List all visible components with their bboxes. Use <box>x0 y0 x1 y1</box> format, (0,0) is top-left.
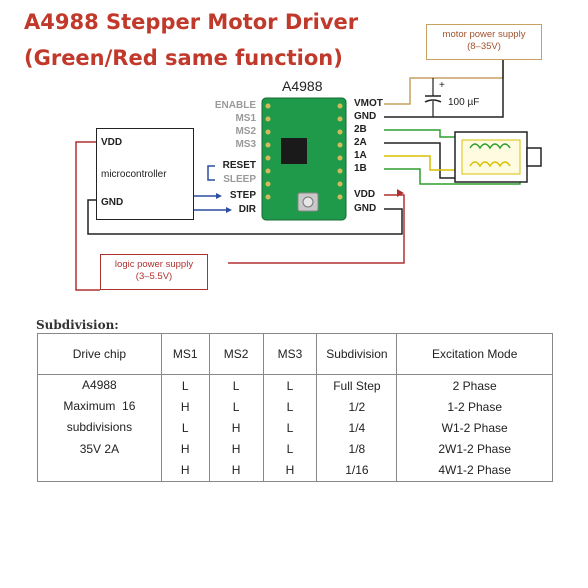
header-excitation-mode: Excitation Mode <box>396 333 553 375</box>
title-line-2: (Green/Red same function) <box>24 46 343 70</box>
cell: L <box>160 374 210 397</box>
cell: H <box>208 438 264 460</box>
pin-vmot: VMOT <box>354 98 383 109</box>
cell: L <box>262 438 318 460</box>
drive-chip-cell: A4988 Maximum 16 subdivisions 35V 2A <box>37 374 162 482</box>
motor-power-supply: motor power supply (8–35V) <box>426 24 542 60</box>
header-ms2: MS2 <box>208 333 264 375</box>
cell: 1-2 Phase <box>396 396 553 418</box>
cell: H <box>160 438 210 460</box>
table-header-row: Drive chip MS1 MS2 MS3 Subdivision Excit… <box>37 333 553 375</box>
coil-1a-wire <box>384 155 465 171</box>
cell: W1-2 Phase <box>396 417 553 439</box>
pin-2b: 2B <box>354 124 367 135</box>
header-drive-chip: Drive chip <box>37 333 162 375</box>
gnd-motor-wire <box>384 60 504 118</box>
chip-info-line: A4988 <box>82 378 117 392</box>
cell: L <box>208 396 264 418</box>
pin-1b: 1B <box>354 163 367 174</box>
cell: 2 Phase <box>396 374 553 397</box>
vdd-logic-wire <box>228 194 405 264</box>
gnd-logic-wire <box>87 199 403 235</box>
cell: H <box>208 459 264 482</box>
cell: H <box>262 459 318 482</box>
table-row: H H H 1/16 4W1-2 Phase <box>38 459 553 482</box>
mcu-vdd-wire <box>75 141 100 291</box>
pin-gnd-motor: GND <box>354 111 377 122</box>
cell: L <box>262 417 318 439</box>
cell: L <box>262 396 318 418</box>
pin-step: STEP <box>229 190 256 201</box>
header-subdivision: Subdivision <box>316 333 398 375</box>
cell: 1/2 <box>316 396 398 418</box>
cell: 2W1-2 Phase <box>396 438 553 460</box>
chip-info-line: subdivisions <box>66 420 133 435</box>
cell: L <box>208 374 264 397</box>
pin-2a: 2A <box>354 137 367 148</box>
mcu-vdd-label: VDD <box>101 137 123 148</box>
pin-ms1: MS1 <box>235 113 256 124</box>
logic-supply-line-2: (3–5.5V) <box>135 271 173 282</box>
cell: H <box>160 396 210 418</box>
table-row: L H L 1/4 W1-2 Phase <box>38 417 553 439</box>
driver-ic <box>281 138 307 164</box>
table-row: H L L 1/2 1-2 Phase <box>38 396 553 418</box>
cell: H <box>160 459 210 482</box>
table-row: H H L 1/8 2W1-2 Phase <box>38 438 553 460</box>
pin-1a: 1A <box>354 150 367 161</box>
pin-reset: RESET <box>222 160 256 171</box>
cell: 4W1-2 Phase <box>396 459 553 482</box>
pin-dir: DIR <box>238 204 256 215</box>
microcontroller-box <box>96 128 194 220</box>
table-row: A4988 Maximum 16 subdivisions 35V 2A L L… <box>37 374 553 482</box>
pin-enable: ENABLE <box>214 100 256 111</box>
motor-supply-line-2: (8–35V) <box>467 41 501 52</box>
pin-sleep: SLEEP <box>223 174 256 185</box>
chip-name: A4988 <box>282 78 323 94</box>
cell: H <box>208 417 264 439</box>
pin-ms3: MS3 <box>235 139 256 150</box>
pin-ms2: MS2 <box>235 126 256 137</box>
header-ms3: MS3 <box>262 333 318 375</box>
logic-power-supply: logic power supply (3–5.5V) <box>100 254 208 290</box>
capacitor-plus: + <box>439 80 445 91</box>
pin-gnd-logic: GND <box>354 203 377 214</box>
chip-info-line: Maximum 16 <box>63 399 136 414</box>
logic-supply-line-1: logic power supply <box>114 259 194 270</box>
cell: 1/4 <box>316 417 398 439</box>
cell: Full Step <box>316 374 398 397</box>
capacitor-label: 100 µF <box>448 97 480 108</box>
reset-sleep-jumper <box>207 165 215 181</box>
mcu-gnd-label: GND <box>101 197 124 208</box>
cell: 1/8 <box>316 438 398 460</box>
cell: L <box>262 374 318 397</box>
subdivision-heading: Subdivision: <box>36 318 119 332</box>
motor-supply-line-1: motor power supply <box>442 29 526 40</box>
title-line-1: A4988 Stepper Motor Driver <box>24 10 359 34</box>
chip-info-line: 35V 2A <box>79 441 120 456</box>
cell: 1/16 <box>316 459 398 482</box>
header-ms1: MS1 <box>160 333 210 375</box>
subdivision-table: Drive chip MS1 MS2 MS3 Subdivision Excit… <box>37 333 553 482</box>
mcu-label: microcontroller <box>101 169 167 180</box>
cell: L <box>160 417 210 439</box>
pin-vdd: VDD <box>354 189 376 200</box>
coil-2b-wire <box>384 129 465 138</box>
